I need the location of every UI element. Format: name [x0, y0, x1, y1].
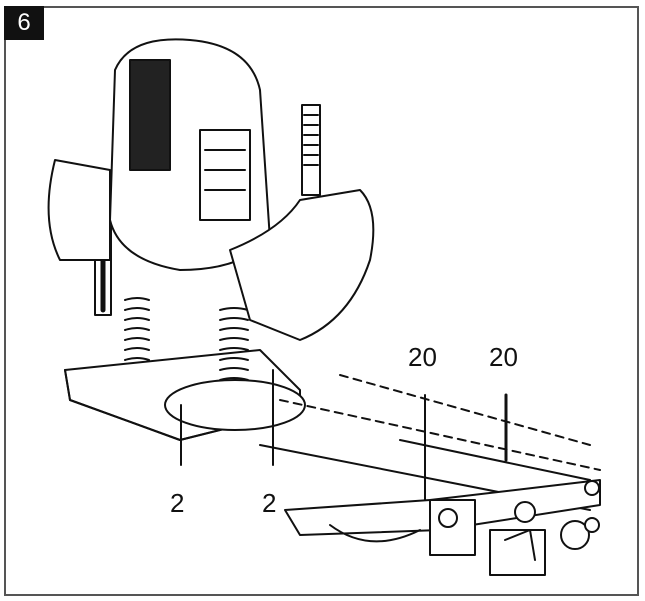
figure-number-badge: 6 [4, 6, 44, 40]
callout-left-20: 20 [408, 342, 437, 372]
callout-left-2: 2 [170, 488, 185, 518]
callout-right-20: 20 [489, 342, 518, 372]
callout-right-2: 2 [262, 488, 277, 518]
